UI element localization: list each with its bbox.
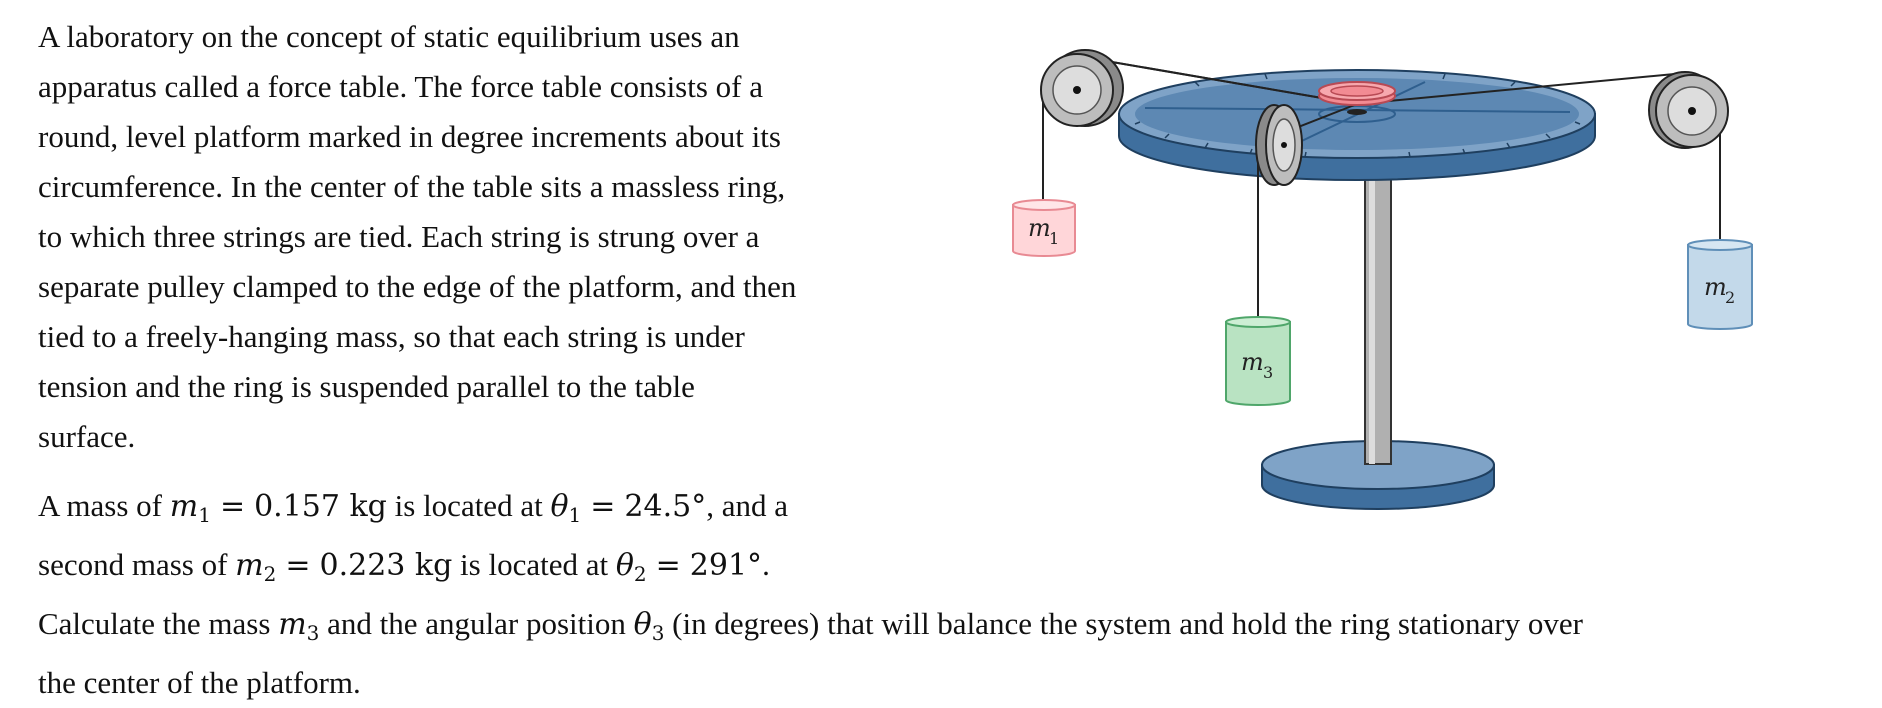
massless-ring [1318, 81, 1396, 115]
equals-sign: = [655, 548, 681, 583]
question-text: and the angular position [327, 606, 626, 641]
table-base [1261, 440, 1495, 510]
m1-expression: m1 =0.157 kg [169, 489, 387, 527]
mass-3-body [1225, 321, 1291, 406]
question-line-2: the center of the platform. [38, 665, 361, 700]
m1-value: 0.157 kg [254, 489, 387, 524]
given-line-1: A mass of m1=0.157 kg is located at θ1=2… [38, 481, 1858, 540]
theta1-subscript: 1 [568, 503, 582, 527]
theta2-symbol: θ [615, 548, 634, 583]
equals-sign: = [219, 489, 246, 524]
equals-sign: = [285, 548, 311, 583]
intro-line: apparatus called a force table. The forc… [38, 69, 764, 104]
intro-line: circumference. In the center of the tabl… [38, 169, 786, 204]
platform-guide-line [1284, 81, 1426, 150]
mass-2-subscript: 2 [1725, 288, 1735, 307]
m3-symbol: m [278, 607, 307, 642]
post-highlight [1369, 162, 1375, 464]
m2-expression: m2 =0.223 kg [235, 548, 453, 586]
theta1-value: 24.5° [624, 489, 707, 524]
intro-line: surface. [38, 419, 136, 454]
given-text: A mass of [38, 488, 162, 523]
m2-subscript: 2 [263, 562, 277, 586]
pulley-1 [1040, 49, 1124, 127]
intro-line: separate pulley clamped to the edge of t… [38, 269, 797, 304]
question-line-1: Calculate the mass m3 and the angular po… [38, 599, 1858, 658]
theta2-expression: θ2 =291° [615, 548, 763, 586]
m3-expression: m3 [278, 607, 320, 645]
m1-symbol: m [169, 489, 199, 524]
mass-2-body [1687, 244, 1753, 330]
mass-1-symbol: m [1028, 214, 1051, 242]
theta2-value: 291° [689, 548, 763, 583]
force-table-diagram: m 1 m 2 m 3 [1012, 49, 1753, 510]
intro-line: A laboratory on the concept of static eq… [38, 19, 740, 54]
period: . [762, 547, 770, 582]
given-text: , and a [706, 488, 788, 523]
m2-value: 0.223 kg [319, 548, 453, 583]
given-text: is located at [460, 547, 609, 582]
problem-intro: A laboratory on the concept of static eq… [38, 12, 938, 462]
mass-1-bucket: m 1 [1012, 199, 1076, 257]
mass-2-symbol: m [1704, 273, 1727, 301]
theta3-subscript: 3 [651, 621, 665, 645]
m3-subscript: 3 [306, 621, 320, 645]
intro-line: round, level platform marked in degree i… [38, 119, 781, 154]
pulley-2 [1648, 71, 1729, 149]
intro-line: to which three strings are tied. Each st… [38, 219, 760, 254]
mass-3-bucket: m 3 [1225, 316, 1291, 406]
mass-1-subscript: 1 [1049, 229, 1059, 248]
given-text: is located at [394, 488, 543, 523]
theta3-symbol: θ [633, 607, 652, 642]
intro-line: tension and the ring is suspended parall… [38, 369, 695, 404]
intro-line: tied to a freely-hanging mass, so that e… [38, 319, 745, 354]
pulley-3 [1255, 104, 1303, 186]
mass-3-symbol: m [1241, 348, 1264, 376]
question-text: (in degrees) that will balance the syste… [672, 606, 1583, 641]
given-text: second mass of [38, 547, 228, 582]
mass-2-bucket: m 2 [1687, 239, 1753, 330]
mass-3-subscript: 3 [1263, 363, 1273, 382]
theta2-subscript: 2 [633, 562, 647, 586]
mass-1-body [1012, 204, 1076, 257]
m1-subscript: 1 [198, 503, 211, 527]
degree-ticks [1134, 73, 1581, 158]
theta3-expression: θ3 [633, 607, 665, 645]
theta1-expression: θ1 =24.5° [550, 489, 707, 527]
given-line-2: second mass of m2=0.223 kg is located at… [38, 540, 1858, 599]
m2-symbol: m [235, 548, 264, 583]
given-values: A mass of m1=0.157 kg is located at θ1=2… [38, 481, 1858, 708]
table-post [1364, 161, 1392, 465]
equals-sign: = [590, 489, 616, 524]
theta1-symbol: θ [550, 489, 569, 524]
force-table-figure: m 1 m 2 m 3 [1005, 44, 1765, 514]
question-text: Calculate the mass [38, 606, 271, 641]
